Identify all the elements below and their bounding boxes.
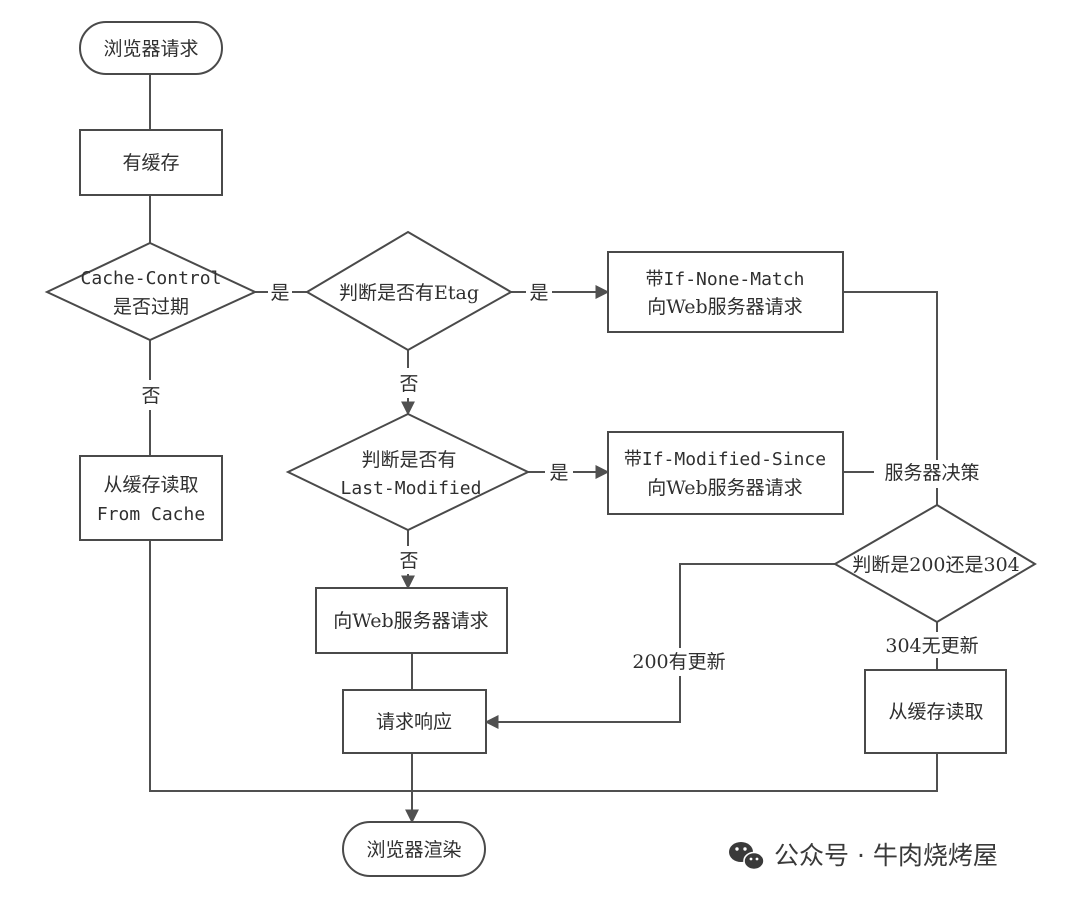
edge-check-200-a xyxy=(679,563,835,648)
edge-inm-to-decision xyxy=(843,291,938,460)
node-last-modified-line2: Last-Modified xyxy=(341,478,482,499)
node-cache-control-line2: 是否过期 xyxy=(113,296,189,318)
node-read-cache-left: 从缓存读取 From Cache xyxy=(79,455,223,541)
label-lm-no: 否 xyxy=(399,550,418,572)
label-etag-yes: 是 xyxy=(529,282,548,304)
node-web-request-label: 向Web服务器请求 xyxy=(333,610,488,632)
node-web-request: 向Web服务器请求 xyxy=(315,587,508,654)
node-has-cache-label: 有缓存 xyxy=(122,152,179,174)
node-read-cache-right: 从缓存读取 xyxy=(864,669,1007,754)
node-last-modified-line1: 判断是否有 xyxy=(361,449,456,471)
node-cache-control-line1: Cache-Control xyxy=(81,268,222,289)
node-start-label: 浏览器请求 xyxy=(103,38,198,60)
edge-right-cache-to-render xyxy=(412,753,938,792)
node-has-etag: 判断是否有Etag xyxy=(305,230,514,352)
label-status-200: 200有更新 xyxy=(632,651,725,673)
node-response: 请求响应 xyxy=(342,689,487,754)
label-etag-no: 否 xyxy=(399,373,418,395)
node-read-cache-right-label: 从缓存读取 xyxy=(888,701,983,723)
wechat-icon xyxy=(729,842,765,871)
node-if-modified-since: 带If-Modified-Since 向Web服务器请求 xyxy=(607,431,844,515)
node-check-status-label: 判断是200还是304 xyxy=(852,554,1020,576)
node-if-modified-since-line1: 带If-Modified-Since xyxy=(624,449,826,470)
label-lm-yes: 是 xyxy=(549,462,568,484)
node-has-etag-label: 判断是否有Etag xyxy=(339,282,479,304)
node-response-label: 请求响应 xyxy=(376,711,452,733)
node-read-cache-left-line1: 从缓存读取 xyxy=(103,474,198,496)
node-has-cache: 有缓存 xyxy=(79,129,223,196)
connectors xyxy=(149,74,938,824)
label-status-304: 304无更新 xyxy=(885,635,978,657)
node-cache-control: Cache-Control 是否过期 xyxy=(44,241,258,342)
node-if-none-match-line1: 带If-None-Match xyxy=(646,269,805,290)
node-render: 浏览器渲染 xyxy=(342,821,486,877)
node-check-status: 判断是200还是304 xyxy=(832,503,1037,624)
label-cc-yes: 是 xyxy=(270,282,289,304)
watermark-text: 公众号 · 牛肉烧烤屋 xyxy=(774,841,998,870)
node-read-cache-left-line2: From Cache xyxy=(97,504,205,525)
watermark: 公众号 · 牛肉烧烤屋 xyxy=(729,841,998,871)
node-if-modified-since-line2: 向Web服务器请求 xyxy=(647,477,802,499)
edge-labels: 是 否 是 否 是 否 服务器决策 200有更新 304无更新 xyxy=(141,282,979,673)
label-server-decision: 服务器决策 xyxy=(884,462,979,484)
node-if-none-match-line2: 向Web服务器请求 xyxy=(647,296,802,318)
edge-check-200-b xyxy=(484,676,681,729)
node-start: 浏览器请求 xyxy=(79,21,223,75)
node-last-modified: 判断是否有 Last-Modified xyxy=(285,412,531,532)
edge-left-cache-to-render xyxy=(149,540,412,792)
node-render-label: 浏览器渲染 xyxy=(366,839,461,861)
label-cc-no: 否 xyxy=(141,385,160,407)
node-if-none-match: 带If-None-Match 向Web服务器请求 xyxy=(607,251,844,333)
